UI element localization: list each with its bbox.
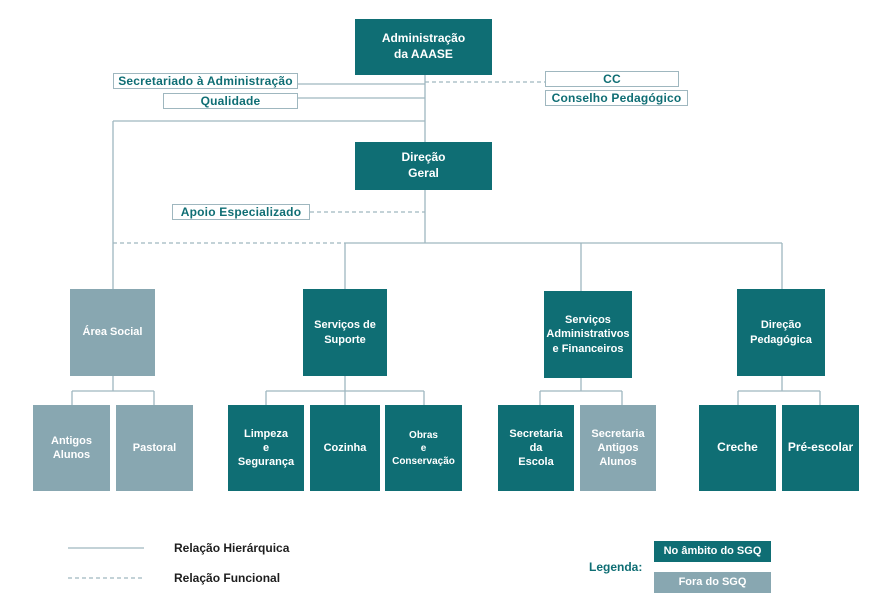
antigos-alunos-box[interactable]: Antigos Alunos (33, 405, 110, 491)
direcao-pedagogica-box[interactable]: Direção Pedagógica (737, 289, 825, 376)
pre-escolar-box[interactable]: Pré-escolar (782, 405, 859, 491)
administracao-aaase-box[interactable]: Administração da AAASE (355, 19, 492, 75)
legend-fora-swatch: Fora do SGQ (654, 572, 771, 593)
legend-funcional-label: Relação Funcional (174, 571, 281, 585)
creche-box[interactable]: Creche (699, 405, 776, 491)
obras-conservacao-box[interactable]: Obras e Conservação (385, 405, 462, 491)
secretariado-administracao-box[interactable]: Secretariado à Administração (113, 73, 298, 89)
direcao-geral-box[interactable]: Direção Geral (355, 142, 492, 190)
secretaria-escola-box[interactable]: Secretaria da Escola (498, 405, 574, 491)
limpeza-seguranca-box[interactable]: Limpeza e Segurança (228, 405, 304, 491)
servicos-suporte-box[interactable]: Serviços de Suporte (303, 289, 387, 376)
legenda-label: Legenda: (589, 560, 643, 574)
servicos-administrativos-box[interactable]: Serviços Administrativos e Financeiros (544, 291, 632, 378)
cozinha-box[interactable]: Cozinha (310, 405, 380, 491)
conselho-pedagogico-box[interactable]: Conselho Pedagógico (545, 90, 688, 106)
area-social-box[interactable]: Área Social (70, 289, 155, 376)
cc-box[interactable]: CC (545, 71, 679, 87)
secretaria-antigos-alunos-box[interactable]: Secretaria Antigos Alunos (580, 405, 656, 491)
legend-no-ambito-swatch: No âmbito do SGQ (654, 541, 771, 562)
qualidade-box[interactable]: Qualidade (163, 93, 298, 109)
apoio-especializado-box[interactable]: Apoio Especializado (172, 204, 310, 220)
legend-hierarquica-label: Relação Hierárquica (174, 541, 290, 555)
pastoral-box[interactable]: Pastoral (116, 405, 193, 491)
